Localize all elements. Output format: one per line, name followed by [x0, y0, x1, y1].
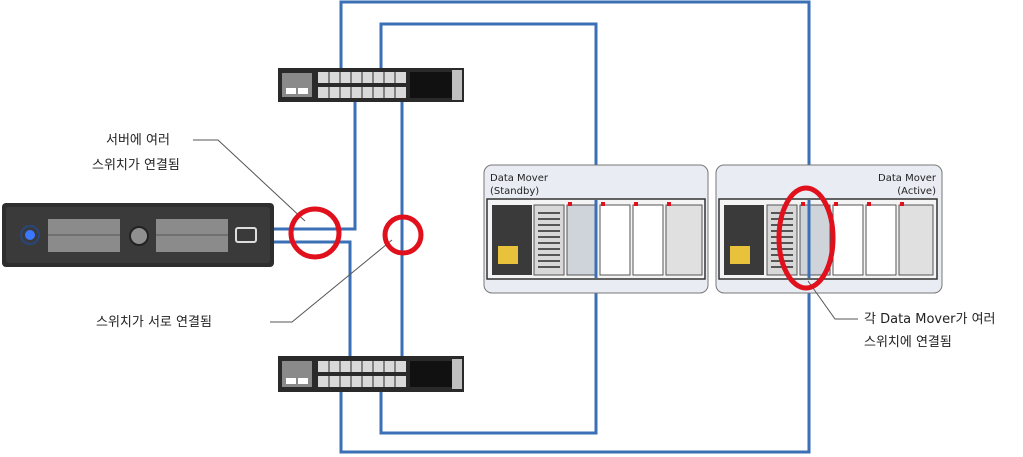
network-cables — [270, 0, 811, 454]
annotation-server-line2: 스위치가 연결됨 — [92, 158, 180, 173]
annotation-datamover-line2: 스위치에 연결됨 — [864, 335, 952, 350]
annotation-server-line1: 서버에 여러 — [106, 133, 170, 148]
cable-outer-bottom — [339, 272, 811, 454]
cable-server-bottom-switch — [270, 240, 352, 360]
data-mover-active-role: (Active) — [897, 186, 936, 197]
data-mover-standby-role: (Standby) — [490, 186, 539, 197]
data-mover-active-name: Data Mover — [878, 173, 937, 184]
cable-server-top-switch — [270, 100, 357, 231]
highlight-data-mover-links — [776, 185, 836, 291]
leader-server — [193, 139, 306, 222]
cable-inner-top — [379, 22, 598, 205]
leader-data-mover — [807, 280, 858, 320]
highlight-circles — [288, 185, 836, 291]
annotation-leader-lines — [193, 139, 858, 323]
data-mover-standby-name: Data Mover — [490, 173, 549, 184]
annotation-datamover-line1: 각 Data Mover가 여러 — [864, 312, 996, 327]
top-network-switch-icon — [278, 68, 464, 102]
leader-switch-interconnect — [270, 239, 393, 323]
cable-inner-bottom — [379, 272, 598, 435]
cable-outer-top — [339, 0, 811, 206]
rack-server-icon — [2, 203, 274, 267]
annotation-switches-interconnected: 스위치가 서로 연결됨 — [96, 315, 212, 330]
data-mover-active-panel: Data Mover (Active) — [715, 164, 943, 294]
bottom-network-switch-icon — [278, 356, 464, 392]
cable-panel-entries — [594, 200, 811, 278]
highlight-switch-interconnect — [382, 214, 424, 256]
highlight-server-links — [288, 206, 342, 260]
